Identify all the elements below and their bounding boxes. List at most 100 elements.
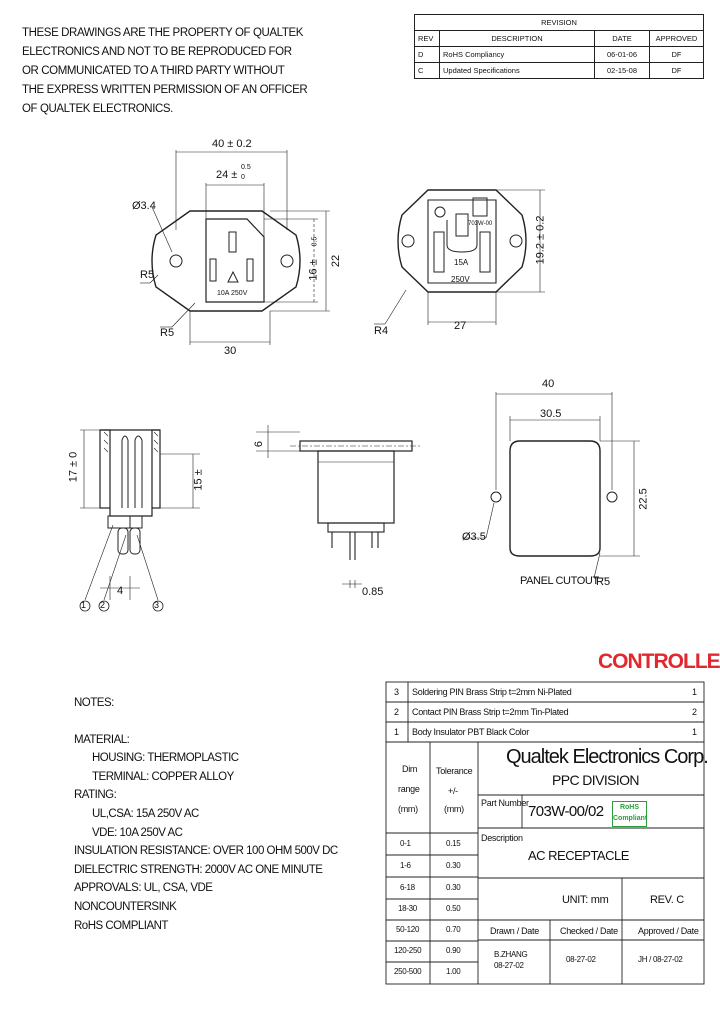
note-line: DIELECTRIC STRENGTH: 2000V AC ONE MINUTE: [74, 863, 323, 876]
tol-t2: +/-: [448, 786, 458, 796]
tol-h1: Dim: [402, 764, 418, 774]
proprietary-notice: THESE DRAWINGS ARE THE PROPERTY OF QUALT…: [22, 24, 308, 119]
tol-t3: (mm): [444, 804, 464, 814]
company-name: Qualtek Electronics Corp.: [506, 746, 709, 768]
checked-by-label: Checked / Date: [560, 926, 618, 936]
note-line: APPROVALS: UL, CSA, VDE: [74, 882, 213, 895]
note-line: RATING:: [74, 789, 117, 802]
part-no: 2: [394, 707, 399, 717]
dim-24: 24 ±: [216, 169, 238, 181]
part-desc: Contact PIN Brass Strip t=2mm Tin-Plated: [412, 707, 569, 717]
tol-range: 0-1: [400, 839, 411, 848]
approved-by-label: Approved / Date: [638, 926, 699, 936]
part-desc: Body Insulator PBT Black Color: [412, 727, 529, 737]
dim-0-85: 0.85: [362, 586, 384, 598]
dim-cut-d35: Ø3.5: [462, 531, 486, 543]
notice-line: THESE DRAWINGS ARE THE PROPERTY OF QUALT…: [22, 27, 303, 39]
note-line: NONCOUNTERSINK: [74, 900, 177, 913]
tol-range: 1-6: [400, 861, 411, 870]
dim-d34: Ø3.4: [132, 200, 156, 212]
dim-19-2: 19.2 ± 0.2: [534, 215, 547, 265]
description-label: Description: [481, 833, 523, 843]
rev-cell: DF: [649, 62, 704, 79]
tol-range: 50-120: [396, 925, 420, 934]
part-qty: 1: [692, 687, 697, 697]
dim-16-tol: 0.5: [311, 236, 319, 247]
dim-6: 6: [253, 440, 266, 448]
dim-cut-30-5: 30.5: [540, 408, 562, 420]
rohs-badge: RoHS Compliant: [612, 801, 647, 827]
tol-h2: range: [398, 784, 420, 794]
part-no: 1: [394, 727, 399, 737]
dim-15: 15 ±: [192, 469, 205, 491]
notes-heading: NOTES:: [74, 697, 114, 709]
part-qty: 1: [692, 727, 697, 737]
tol-range: 18-30: [398, 904, 417, 913]
tol-value: 0.15: [446, 839, 461, 848]
part-number-label: Part Number: [481, 798, 529, 808]
tol-h3: (mm): [398, 804, 418, 814]
part-desc: Soldering PIN Brass Strip t=2mm Ni-Plate…: [412, 687, 572, 697]
note-line: MATERIAL:: [74, 733, 130, 746]
note-line: HOUSING: THERMOPLASTIC: [92, 752, 239, 765]
callout-2: 2: [100, 600, 106, 610]
front-view: [140, 150, 330, 345]
revision-table: REVISION REV DESCRIPTION DATE APPROVED D…: [414, 14, 704, 79]
tol-t1: Tolerance: [436, 766, 473, 776]
notes-block: NOTES: MATERIAL: HOUSING: THERMOPLASTIC …: [74, 694, 338, 935]
controlled-stamp: CONTROLLED: [598, 650, 720, 673]
dim-cut-22-5: 22.5: [637, 488, 650, 510]
top-view: [256, 425, 422, 588]
dim-r4: R4: [374, 325, 389, 337]
callout-3: 3: [154, 600, 160, 610]
notice-line: ELECTRONICS AND NOT TO BE REPRODUCED FOR: [22, 46, 292, 58]
note-line: TERMINAL: COPPER ALLOY: [92, 770, 234, 783]
approved-date: JH / 08-27-02: [638, 955, 683, 964]
drawn-date: 08-27-02: [494, 961, 524, 970]
unit-value: UNIT: mm: [562, 894, 609, 906]
tol-value: 0.30: [446, 883, 461, 892]
dim-24-tol-bot: 0: [241, 174, 245, 181]
part-number: 703W-00/02: [528, 803, 604, 820]
dim-r5: R5: [160, 327, 175, 339]
callout-1: 1: [81, 600, 87, 610]
note-line: VDE: 10A 250V AC: [92, 826, 183, 839]
note-line: RoHS COMPLIANT: [74, 919, 168, 932]
tol-value: 0.90: [446, 946, 461, 955]
rear-view: [374, 189, 545, 325]
panel-cutout-view: [462, 392, 640, 579]
title-block-frame: [385, 681, 705, 985]
note-line: INSULATION RESISTANCE: OVER 100 OHM 500V…: [74, 845, 338, 858]
tol-range: 6-18: [400, 883, 415, 892]
rear-model-mark: 703W-00: [468, 221, 493, 227]
dim-22: 22: [330, 254, 343, 268]
tol-range: 250-500: [394, 967, 422, 976]
dim-r5: R5: [140, 269, 155, 281]
description-value: AC RECEPTACLE: [528, 848, 629, 863]
dim-cut-40: 40: [542, 378, 555, 390]
tol-value: 0.50: [446, 904, 461, 913]
notice-line: THE EXPRESS WRITTEN PERMISSION OF AN OFF…: [22, 84, 308, 96]
part-no: 3: [394, 687, 399, 697]
part-qty: 2: [692, 707, 697, 717]
side-view: [79, 429, 200, 612]
panel-cutout-label: PANEL CUTOUT: [520, 575, 599, 587]
dim-cut-r5: R5: [596, 576, 611, 588]
note-line: UL,CSA: 15A 250V AC: [92, 807, 199, 820]
tol-value: 0.30: [446, 861, 461, 870]
drawn-by-label: Drawn / Date: [490, 926, 539, 936]
dim-17: 17 ± 0: [67, 451, 80, 483]
rev-value: REV. C: [650, 894, 684, 906]
division-name: PPC DIVISION: [552, 772, 640, 788]
dim-40: 40 ± 0.2: [212, 138, 252, 150]
tol-value: 1.00: [446, 967, 461, 976]
front-rating-mark: 10A 250V: [217, 290, 248, 297]
tol-value: 0.70: [446, 925, 461, 934]
dim-16: 16 ±: [307, 259, 320, 281]
rear-250v-mark: 250V: [451, 275, 470, 284]
drawn-by: B.ZHANG: [494, 950, 528, 959]
dim-24-tol-top: 0.5: [241, 164, 251, 171]
checked-date: 08-27-02: [566, 955, 596, 964]
notice-line: OR COMMUNICATED TO A THIRD PARTY WITHOUT: [22, 65, 285, 77]
